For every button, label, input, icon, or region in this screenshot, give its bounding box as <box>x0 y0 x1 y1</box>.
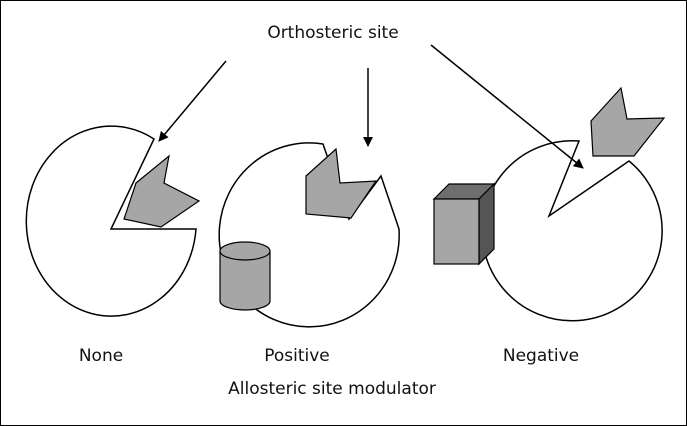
cylinder-icon <box>219 241 271 311</box>
ligand-none <box>123 154 201 228</box>
arrow-to-none <box>158 60 227 142</box>
ligand-positive <box>305 147 378 219</box>
receptor-none <box>25 125 197 317</box>
negative-label: Negative <box>502 346 580 366</box>
cube-icon <box>432 182 496 266</box>
receptor-negative <box>481 139 663 322</box>
ligand-negative <box>590 86 666 157</box>
allosteric-site-modulator-label: Allosteric site modulator <box>228 379 436 399</box>
none-label: None <box>78 346 124 366</box>
orthosteric-site-label: Orthosteric site <box>267 23 399 43</box>
positive-label: Positive <box>264 346 330 366</box>
arrow-to-negative <box>430 44 584 169</box>
